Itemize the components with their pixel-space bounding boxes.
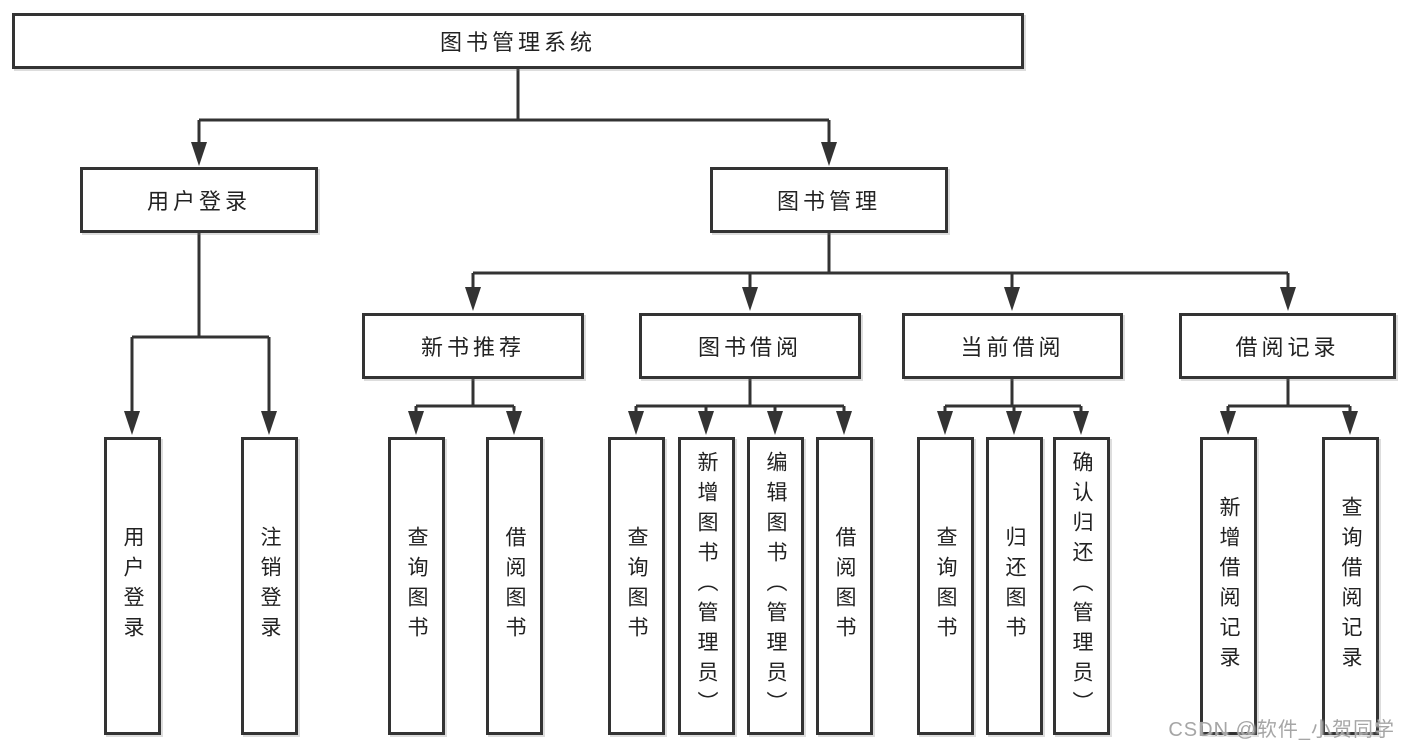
leaf-query-books-3: 查询图书 [917, 437, 974, 735]
leaf-user-login-label: 用户登录 [121, 526, 144, 646]
leaf-borrow-books-2: 借阅图书 [816, 437, 873, 735]
leaf-query-books-1: 查询图书 [388, 437, 445, 735]
node-current-borrowing-label: 当前借阅 [960, 335, 1065, 360]
leaf-add-book-admin-label: 新增图书（管理员） [695, 451, 718, 721]
node-current-borrowing: 当前借阅 [902, 313, 1123, 379]
leaf-logout-label: 注销登录 [258, 526, 281, 646]
leaf-return-book-label: 归还图书 [1003, 526, 1026, 646]
csdn-watermark: CSDN @软件_小贺同学 [1168, 719, 1395, 741]
node-book-management: 图书管理 [710, 167, 948, 233]
arrowheads [124, 142, 1358, 435]
node-new-book-recommend: 新书推荐 [362, 313, 584, 379]
node-book-management-label: 图书管理 [776, 189, 881, 214]
node-new-book-recommend-label: 新书推荐 [420, 335, 525, 360]
leaf-add-book-admin: 新增图书（管理员） [678, 437, 735, 735]
leaf-query-books-2: 查询图书 [608, 437, 665, 735]
leaf-borrow-books-1-label: 借阅图书 [503, 526, 526, 646]
node-book-borrowing-label: 图书借阅 [697, 335, 802, 360]
leaf-user-login: 用户登录 [104, 437, 161, 735]
node-borrowing-records: 借阅记录 [1179, 313, 1396, 379]
leaf-edit-book-admin: 编辑图书（管理员） [747, 437, 804, 735]
node-user-login: 用户登录 [80, 167, 318, 233]
leaf-borrow-books-1: 借阅图书 [486, 437, 543, 735]
leaf-query-books-2-label: 查询图书 [625, 526, 648, 646]
leaf-edit-book-admin-label: 编辑图书（管理员） [764, 451, 787, 721]
node-system-root-label: 图书管理系统 [439, 30, 596, 55]
leaf-query-books-3-label: 查询图书 [934, 526, 957, 646]
leaf-query-borrow-record-label: 查询借阅记录 [1339, 496, 1362, 676]
leaf-confirm-return-admin-label: 确认归还（管理员） [1070, 451, 1093, 721]
leaf-add-borrow-record: 新增借阅记录 [1200, 437, 1257, 735]
leaf-query-books-1-label: 查询图书 [405, 526, 428, 646]
leaf-borrow-books-2-label: 借阅图书 [833, 526, 856, 646]
leaf-logout: 注销登录 [241, 437, 298, 735]
leaf-return-book: 归还图书 [986, 437, 1043, 735]
node-book-borrowing: 图书借阅 [639, 313, 861, 379]
node-borrowing-records-label: 借阅记录 [1235, 335, 1340, 360]
leaf-query-borrow-record: 查询借阅记录 [1322, 437, 1379, 735]
node-user-login-label: 用户登录 [146, 189, 251, 214]
node-system-root: 图书管理系统 [12, 13, 1024, 69]
leaf-add-borrow-record-label: 新增借阅记录 [1217, 496, 1240, 676]
leaf-confirm-return-admin: 确认归还（管理员） [1053, 437, 1110, 735]
